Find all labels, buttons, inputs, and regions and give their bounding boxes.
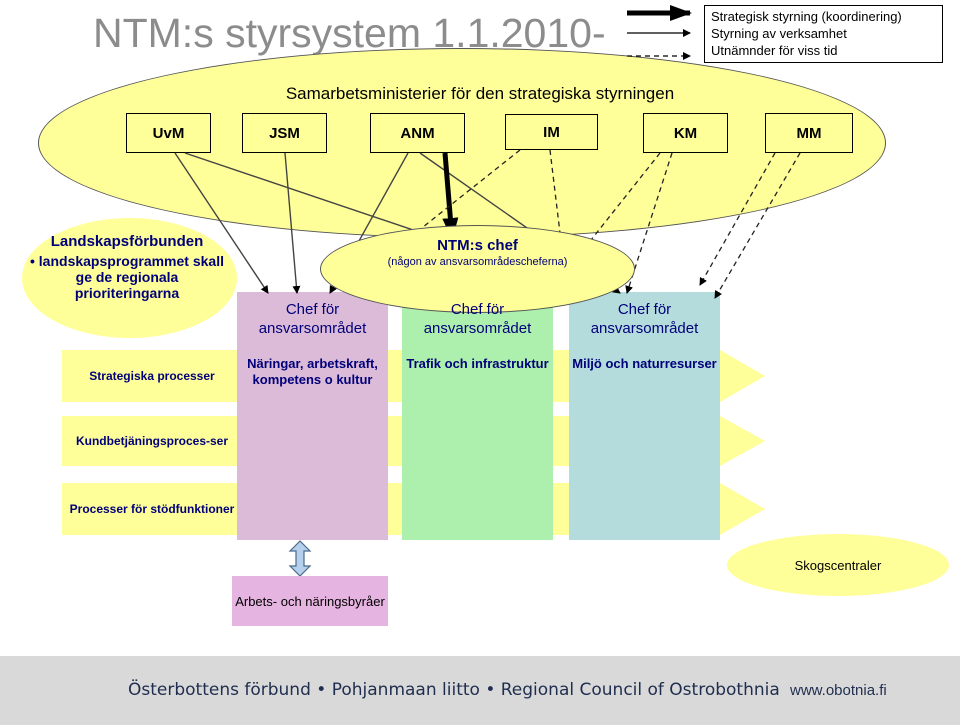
footer-url[interactable]: www.obotnia.fi	[790, 682, 887, 699]
ntm-chef-ellipse	[320, 225, 635, 313]
landskapsforbunden-body: • landskapsprogrammet skall ge de region…	[30, 253, 224, 301]
band-gap	[388, 416, 402, 466]
area-chef-trafik: Chef för ansvarsområdet	[423, 301, 532, 337]
process-customer: Kundbetjäningsproces-ser	[62, 416, 242, 466]
skogscentraler: Skogscentraler	[727, 534, 949, 596]
ministry-anm: ANM	[370, 113, 465, 153]
legend-item-appointed: Utnämnder för viss tid	[711, 43, 838, 58]
band-gap	[553, 416, 569, 466]
landskapsforbunden: Landskapsförbunden • landskapsprogrammet…	[22, 233, 232, 301]
ntm-chef-subtitle: (någon av ansvarsområdescheferna)	[387, 256, 568, 268]
arbets-naringsbyraer: Arbets- och näringsbyråer	[232, 576, 388, 626]
footer-text: Österbottens förbund • Pohjanmaan liitto…	[128, 680, 780, 700]
legend: Strategisk styrning (koordinering) Styrn…	[704, 5, 943, 63]
ministry-km: KM	[643, 113, 728, 153]
process-support: Processer för stödfunktioner	[62, 483, 242, 535]
band-gap	[388, 483, 402, 535]
area-column-trafik	[402, 292, 553, 540]
process-band-arrow-1	[720, 350, 765, 402]
area-column-naringar	[237, 292, 388, 540]
area-name-naringar: Näringar, arbetskraft, kompetens o kultu…	[247, 356, 378, 387]
legend-item-strategic: Strategisk styrning (koordinering)	[711, 9, 902, 24]
arrow-anm-thick	[442, 152, 459, 240]
ministry-jsm: JSM	[242, 113, 327, 153]
arrow-uvm	[174, 152, 269, 294]
ntm-chef-title: NTM:s chef	[437, 237, 518, 254]
landskapsforbunden-title: Landskapsförbunden	[50, 233, 204, 250]
landskapsforbunden-shape	[22, 218, 237, 338]
band-gap	[388, 350, 402, 402]
double-arrow	[288, 540, 312, 577]
area-chef-naringar: Chef för ansvarsområdet	[258, 301, 367, 337]
ministries-title: Samarbetsministerier för den strategiska…	[285, 84, 675, 103]
ministry-mm: MM	[765, 113, 853, 153]
area-name-miljo: Miljö och naturresurser	[572, 356, 717, 371]
area-name-trafik: Trafik och infrastruktur	[406, 356, 549, 371]
arrow-jsm	[284, 152, 301, 294]
ministry-im: IM	[505, 114, 598, 150]
arrow-mm-dashed-1	[699, 152, 776, 286]
process-band-arrow-2	[720, 416, 765, 466]
arrow-mm-dashed-2	[714, 152, 801, 299]
arrow-im-dashed-2	[549, 149, 561, 234]
area-chef-miljo: Chef för ansvarsområdet	[590, 301, 699, 337]
band-gap	[553, 483, 569, 535]
band-gap	[553, 350, 569, 402]
ministry-uvm: UvM	[126, 113, 211, 153]
process-strategic: Strategiska processer	[62, 350, 242, 402]
arrow-km-dashed-2	[625, 152, 673, 294]
area-column-miljo	[569, 292, 720, 540]
footer	[0, 656, 960, 725]
process-band-arrow-3	[720, 483, 765, 535]
legend-item-operational: Styrning av verksamhet	[711, 26, 847, 41]
